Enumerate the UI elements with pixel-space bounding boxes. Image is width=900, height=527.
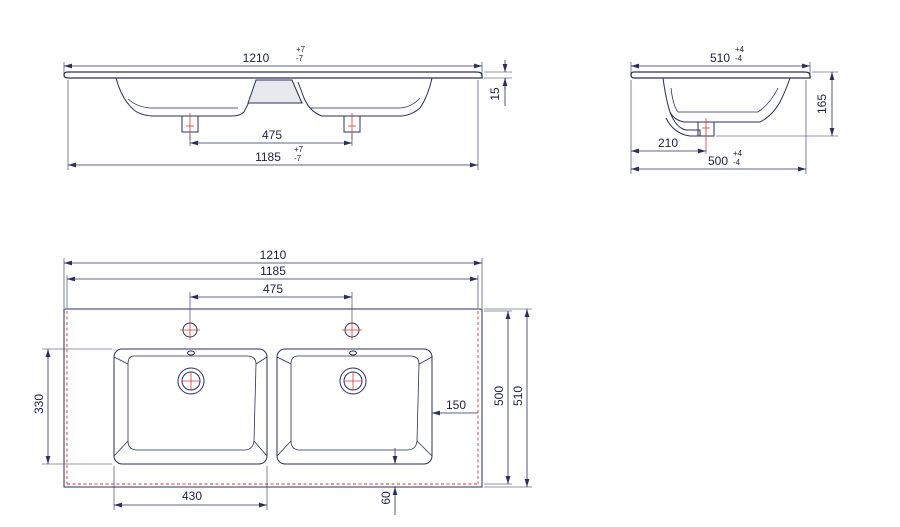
plan-view: 1210 1185 475 330 430 150 60 500 (32, 248, 532, 515)
right-drain (339, 367, 367, 395)
end-basin (662, 77, 791, 123)
end-drain-trap (665, 111, 701, 137)
plan-overall-width: 1210 (260, 248, 287, 262)
end-view: 510 +4 -4 165 210 500 +4 -4 (630, 45, 838, 174)
end-height: 165 (815, 94, 829, 114)
end-top-depth-tol-minus: -4 (735, 54, 743, 63)
side-bottom-width: 1185 (255, 150, 281, 164)
end-drain-offset: 210 (658, 136, 678, 150)
plan-basin-width: 430 (182, 489, 202, 503)
right-tap-hole (342, 320, 362, 340)
end-bottom-depth-tol-minus: -4 (733, 158, 741, 167)
plan-tap-spacing: 475 (263, 282, 283, 296)
side-center-bridge (247, 79, 303, 104)
right-overflow (349, 350, 357, 356)
plan-inner-depth: 500 (492, 386, 506, 406)
plan-side-offset: 150 (446, 398, 466, 412)
side-countertop (63, 71, 483, 79)
side-overall-width-tol-minus: -7 (296, 54, 304, 63)
side-rim-thickness: 15 (488, 87, 502, 101)
plan-front-offset: 60 (379, 491, 393, 505)
end-bottom-depth: 500 (708, 154, 728, 168)
end-top-depth-tol-plus: +4 (735, 45, 745, 54)
side-right-basin (297, 77, 433, 117)
side-view: 1210 +7 -7 15 475 1185 +7 -7 (63, 45, 512, 170)
side-overall-width-tol-plus: +7 (296, 45, 306, 54)
end-countertop (630, 71, 811, 79)
end-top-depth: 510 (710, 51, 730, 65)
left-tap-hole (180, 320, 200, 340)
plan-basin-length: 330 (32, 394, 46, 414)
left-drain (177, 367, 205, 395)
plan-left-basin (113, 348, 268, 465)
end-bottom-depth-tol-plus: +4 (733, 149, 743, 158)
plan-right-basin (276, 348, 433, 465)
left-overflow (187, 350, 195, 356)
plan-outline (63, 308, 483, 488)
side-left-basin (115, 77, 257, 117)
side-drain-spacing: 475 (262, 128, 282, 142)
side-bottom-width-tol-plus: +7 (294, 145, 304, 154)
plan-outer-depth: 510 (511, 386, 525, 406)
side-overall-width: 1210 (243, 51, 270, 65)
plan-inner-width: 1185 (260, 264, 286, 278)
side-bottom-width-tol-minus: -7 (294, 154, 302, 163)
